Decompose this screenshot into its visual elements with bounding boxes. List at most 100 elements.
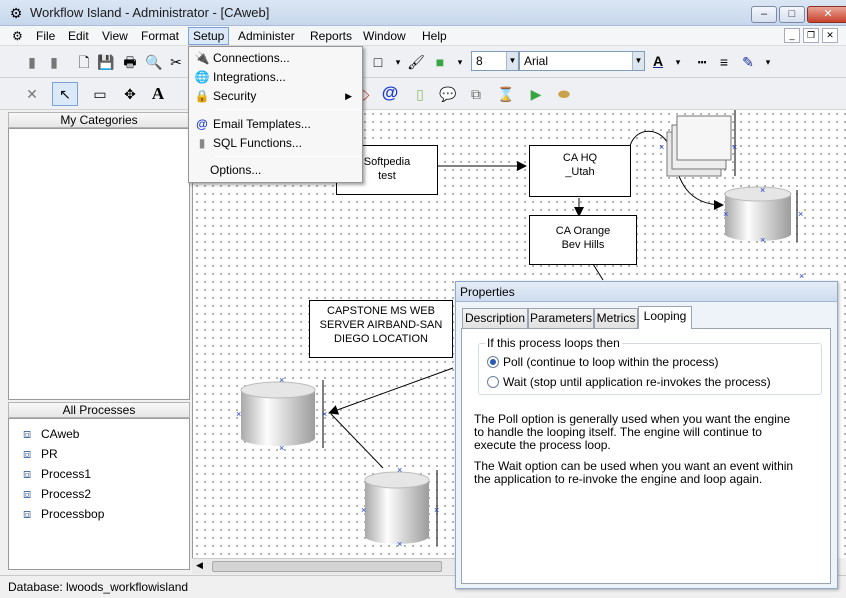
menu-sql-functions[interactable]: ▮ SQL Functions... bbox=[191, 134, 360, 153]
tab-metrics[interactable]: Metrics bbox=[594, 308, 638, 328]
menu-help[interactable]: Help bbox=[422, 29, 447, 43]
menu-format[interactable]: Format bbox=[141, 29, 180, 43]
node-ca-orange[interactable]: CA Orange Bev Hills bbox=[529, 215, 637, 265]
menu-reports[interactable]: Reports bbox=[310, 29, 353, 43]
fill-color-icon[interactable]: ■ bbox=[435, 54, 445, 70]
menu-connections[interactable]: 🔌 Connections... bbox=[191, 49, 360, 68]
selection-handle[interactable]: × bbox=[723, 209, 729, 219]
database-icon[interactable] bbox=[361, 470, 451, 550]
selection-handle[interactable]: × bbox=[322, 409, 328, 419]
app-icon[interactable]: ⚙ bbox=[9, 5, 23, 21]
menu-setup[interactable]: Setup bbox=[188, 27, 230, 45]
fill-color-dropdown-icon[interactable]: ▾ bbox=[457, 57, 463, 67]
print-icon[interactable]: 🖶 bbox=[123, 54, 137, 70]
selection-handle[interactable]: × bbox=[397, 465, 403, 475]
wait-radio[interactable] bbox=[487, 376, 499, 388]
connector-to-db-left[interactable] bbox=[328, 367, 454, 415]
subprocess-icon[interactable]: ⧉ bbox=[471, 86, 481, 102]
selection-handle[interactable]: × bbox=[434, 505, 440, 515]
tab-description[interactable]: Description bbox=[462, 308, 528, 328]
text-tool-icon[interactable]: A bbox=[151, 84, 165, 103]
node-capstone[interactable]: CAPSTONE MS WEB SERVER AIRBAND-SAN DIEGO… bbox=[309, 300, 453, 358]
menu-edit[interactable]: Edit bbox=[68, 29, 89, 43]
scroll-thumb[interactable] bbox=[212, 561, 442, 572]
selection-handle[interactable]: × bbox=[760, 235, 766, 245]
selection-handle[interactable]: × bbox=[236, 409, 242, 419]
selection-handle[interactable]: × bbox=[732, 142, 738, 152]
font-color-icon[interactable]: A bbox=[652, 53, 664, 69]
poll-option[interactable]: Poll (continue to loop within the proces… bbox=[487, 354, 718, 370]
ellipse-icon[interactable]: ⬬ bbox=[558, 86, 570, 102]
connector-orange-down[interactable] bbox=[592, 263, 604, 281]
email-icon[interactable]: @ bbox=[381, 83, 399, 102]
fill-style-icon[interactable]: □ bbox=[373, 54, 383, 70]
process-item[interactable]: ⧈Process2 bbox=[23, 485, 91, 503]
preview-icon[interactable]: 🔍 bbox=[145, 54, 163, 70]
menu-view[interactable]: View bbox=[102, 29, 128, 43]
decision-icon[interactable]: ◇ bbox=[358, 86, 370, 102]
selection-handle[interactable]: × bbox=[279, 375, 285, 385]
timer-icon[interactable]: ⌛ bbox=[497, 86, 515, 102]
brush-icon[interactable]: 🖌 bbox=[407, 54, 425, 70]
data-store-icon[interactable]: ▯ bbox=[416, 86, 424, 102]
selection-handle[interactable]: × bbox=[279, 443, 285, 453]
line-color-icon[interactable]: ✎ bbox=[742, 54, 754, 70]
tab-looping[interactable]: Looping bbox=[638, 306, 692, 329]
scroll-left-icon[interactable]: ◀ bbox=[196, 560, 203, 570]
selection-handle[interactable]: × bbox=[798, 209, 804, 219]
stop-icon[interactable]: ✕ bbox=[26, 86, 38, 102]
library-icon[interactable]: ▮ bbox=[50, 54, 58, 70]
menu-window[interactable]: Window bbox=[363, 29, 406, 43]
font-name-combo[interactable]: Arial ▼ bbox=[519, 51, 645, 71]
poll-radio[interactable] bbox=[487, 356, 499, 368]
font-name-dropdown-icon[interactable]: ▼ bbox=[632, 52, 644, 70]
process-item[interactable]: ⧈PR bbox=[23, 445, 58, 463]
database-icon[interactable] bbox=[237, 380, 327, 452]
menu-options[interactable]: Options... bbox=[191, 161, 360, 180]
line-weight-icon[interactable]: ≡ bbox=[719, 54, 729, 70]
menu-email-templates[interactable]: @ Email Templates... bbox=[191, 115, 360, 134]
rectangle-icon[interactable]: ▭ bbox=[93, 86, 107, 102]
new-icon[interactable]: 🗋 bbox=[78, 54, 90, 70]
font-size-combo[interactable]: 8 ▼ bbox=[471, 51, 519, 71]
menu-file[interactable]: File bbox=[36, 29, 56, 43]
process-item[interactable]: ⧈Process1 bbox=[23, 465, 91, 483]
menu-integrations[interactable]: 🌐 Integrations... bbox=[191, 68, 360, 87]
connector-icon[interactable]: ✥ bbox=[124, 86, 136, 102]
process-item[interactable]: ⧈CAweb bbox=[23, 425, 79, 443]
cut-icon[interactable]: ✂ bbox=[170, 54, 182, 70]
wait-option[interactable]: Wait (stop until application re-invokes … bbox=[487, 374, 771, 390]
process-item[interactable]: ⧈Processbop bbox=[23, 505, 104, 523]
minimize-button[interactable]: – bbox=[751, 6, 777, 23]
selection-handle[interactable]: × bbox=[760, 185, 766, 195]
comment-icon[interactable]: 💬 bbox=[439, 86, 457, 102]
selection-handle[interactable]: × bbox=[361, 505, 367, 515]
connector-db-bottom[interactable] bbox=[330, 413, 384, 469]
menu-security[interactable]: 🔒 Security ▶ bbox=[191, 87, 360, 106]
save-icon[interactable]: 💾 bbox=[97, 54, 115, 70]
drawing-toolbar: ✕ ↖ ▭ ✥ A ◇ @ ▯ 💬 ⧉ ⌛ ▶ ⬬ bbox=[0, 78, 846, 110]
database-icon[interactable] bbox=[723, 186, 803, 246]
tab-parameters[interactable]: Parameters bbox=[528, 308, 594, 328]
font-size-dropdown-icon[interactable]: ▼ bbox=[506, 52, 518, 70]
fill-style-dropdown-icon[interactable]: ▾ bbox=[395, 57, 401, 67]
node-ca-hq[interactable]: CA HQ _Utah bbox=[529, 145, 631, 197]
maximize-button[interactable]: □ bbox=[779, 6, 805, 23]
close-button[interactable]: ✕ bbox=[807, 6, 846, 23]
line-style-icon[interactable]: ┅ bbox=[697, 54, 707, 70]
categories-list[interactable] bbox=[8, 128, 190, 400]
mdi-minimize-button[interactable]: _ bbox=[784, 28, 800, 43]
selection-handle[interactable]: × bbox=[397, 539, 403, 549]
font-color-dropdown-icon[interactable]: ▾ bbox=[675, 57, 681, 67]
mdi-close-button[interactable]: ✕ bbox=[822, 28, 838, 43]
mdi-restore-button[interactable]: ❐ bbox=[803, 28, 819, 43]
selection-handle[interactable]: × bbox=[799, 271, 805, 281]
menu-administer[interactable]: Administer bbox=[238, 29, 295, 43]
selection-handle[interactable]: × bbox=[659, 142, 665, 152]
run-icon[interactable]: ▶ bbox=[530, 86, 542, 102]
line-color-dropdown-icon[interactable]: ▾ bbox=[765, 57, 771, 67]
horizontal-scrollbar[interactable]: ◀ bbox=[192, 558, 456, 574]
pointer-icon[interactable]: ↖ bbox=[52, 82, 78, 106]
document-icon[interactable]: ⚙ bbox=[12, 29, 23, 43]
document-stack-icon[interactable] bbox=[659, 110, 739, 182]
